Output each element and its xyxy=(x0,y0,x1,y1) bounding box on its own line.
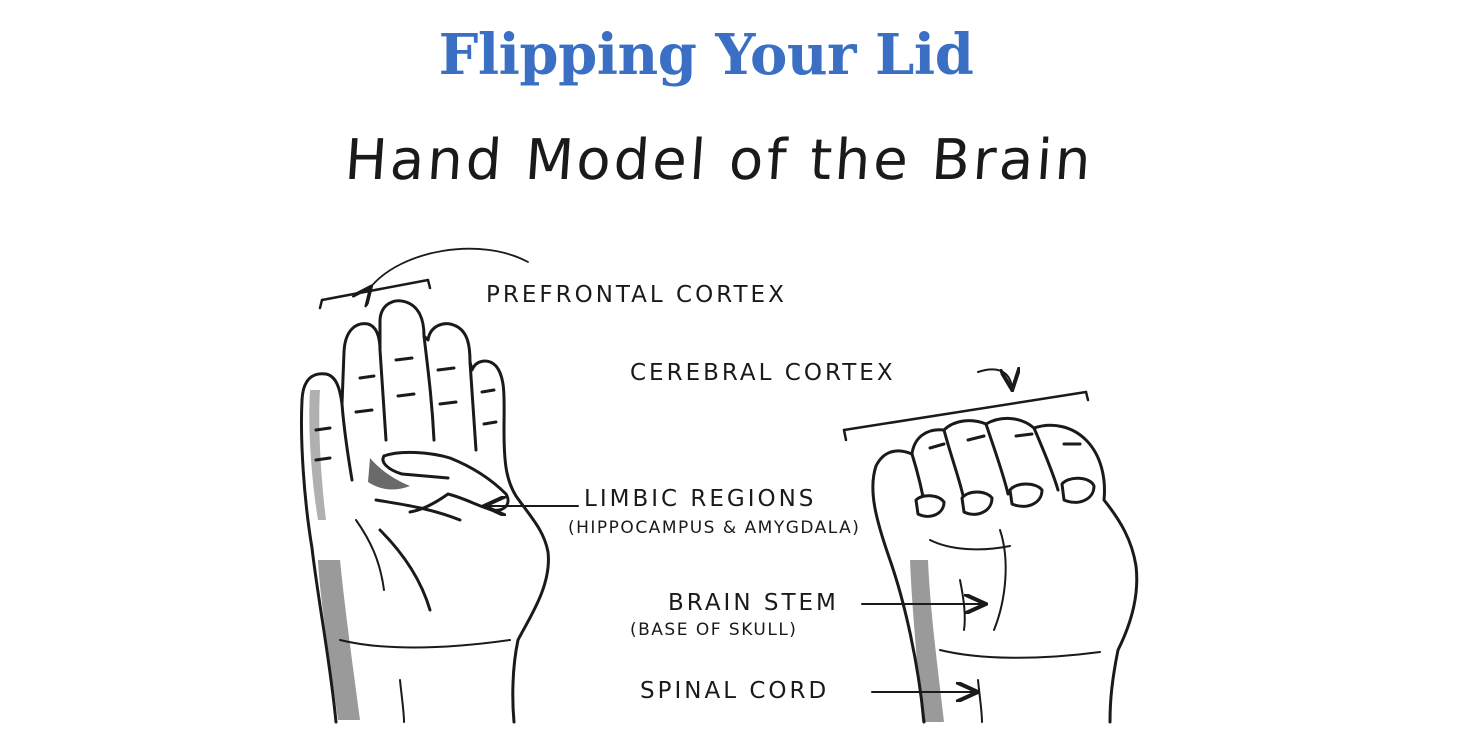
label-spinal-cord: SPINAL CORD xyxy=(640,678,830,704)
label-limbic-regions: LIMBIC REGIONS xyxy=(584,486,817,512)
label-brain-stem-detail: (BASE OF SKULL) xyxy=(630,620,798,640)
label-cerebral-cortex: CEREBRAL CORTEX xyxy=(630,360,896,386)
cerebral-bracket xyxy=(842,369,1090,442)
label-prefrontal-cortex: PREFRONTAL CORTEX xyxy=(486,282,787,308)
label-brain-stem: BRAIN STEM xyxy=(668,590,839,616)
label-limbic-regions-detail: (HIPPOCAMPUS & AMYGDALA) xyxy=(568,518,861,538)
slide-title: Flipping Your Lid xyxy=(438,22,974,88)
fist-icon xyxy=(871,417,1139,724)
pointer-arrows xyxy=(486,506,984,692)
prefrontal-bracket xyxy=(318,247,529,310)
open-hand-icon xyxy=(299,299,550,724)
